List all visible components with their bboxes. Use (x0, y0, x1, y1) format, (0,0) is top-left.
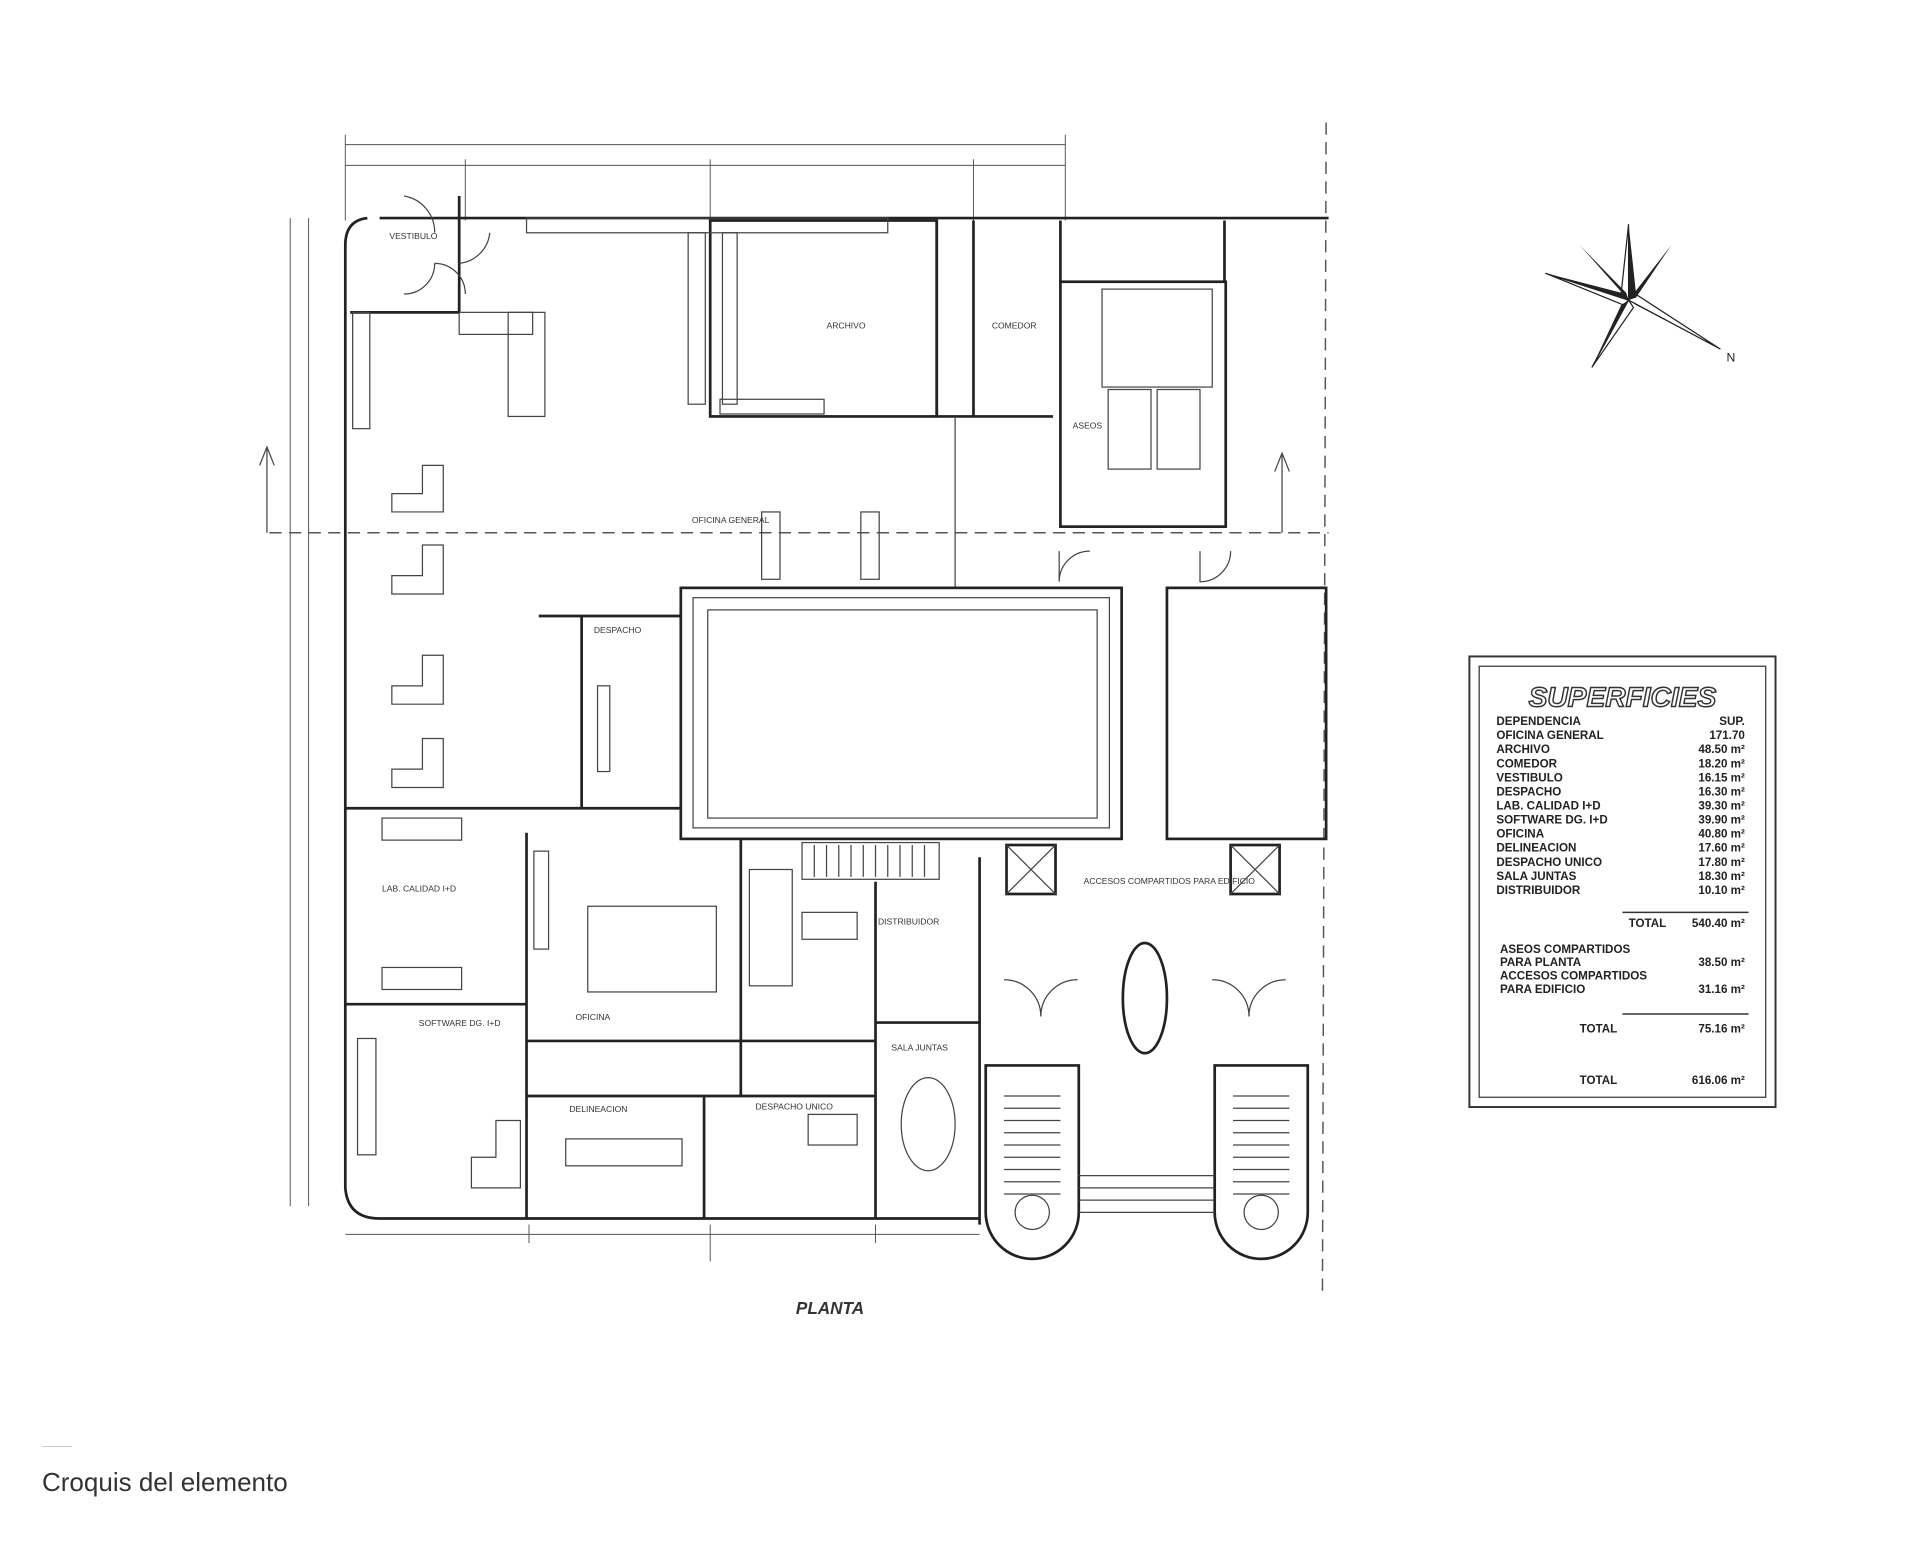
table-row-name: LAB. CALIDAD I+D (1496, 800, 1600, 813)
doors (403, 195, 1286, 1017)
table-row-value: 39.30 m² (1698, 800, 1745, 813)
north-compass-icon: N (1545, 224, 1736, 368)
shared-row-name: PARA PLANTA (1500, 956, 1582, 969)
table-row-name: VESTIBULO (1496, 771, 1563, 784)
room-label: ACCESOS COMPARTIDOS PARA EDIFICIO (1084, 876, 1256, 886)
stairs (801, 841, 1310, 1261)
interior-walls (345, 219, 1328, 1225)
table-row-name: DESPACHO UNICO (1496, 856, 1602, 869)
svg-text:N: N (1727, 350, 1736, 364)
plan-title: PLANTA (796, 1298, 864, 1318)
table-row-value: 18.30 m² (1698, 870, 1745, 883)
total-label: TOTAL (1629, 917, 1667, 930)
dimension-lines (289, 134, 1066, 1262)
table-row-value: 39.90 m² (1698, 814, 1745, 827)
table-row-name: OFICINA GENERAL (1496, 729, 1603, 742)
table-row-name: SOFTWARE DG. I+D (1496, 814, 1607, 827)
shared-row-value: 31.16 m² (1698, 983, 1745, 996)
table-row-name: DISTRIBUIDOR (1496, 884, 1581, 897)
room-label: DISTRIBUIDOR (878, 917, 939, 927)
table-row-value: 40.80 m² (1698, 828, 1745, 841)
table-row-value: 171.70 (1709, 729, 1745, 742)
table-header-name: DEPENDENCIA (1496, 715, 1581, 728)
table-row-value: 16.30 m² (1698, 785, 1745, 798)
room-label: ASEOS (1073, 421, 1103, 431)
room-label: DESPACHO (594, 625, 642, 635)
total-label: TOTAL (1580, 1074, 1618, 1087)
total-value: 540.40 m² (1692, 917, 1745, 930)
exterior-walls (343, 196, 1329, 1220)
room-label: ARCHIVO (827, 320, 866, 330)
room-label: SOFTWARE DG. I+D (419, 1018, 501, 1028)
room-label: VESTIBULO (389, 231, 437, 241)
table-row-name: OFICINA (1496, 828, 1544, 841)
table-row-name: ARCHIVO (1496, 743, 1550, 756)
total-value: 616.06 m² (1692, 1074, 1745, 1087)
room-label: LAB. CALIDAD I+D (382, 884, 456, 894)
room-label: OFICINA GENERAL (692, 515, 770, 525)
table-row-name: SALA JUNTAS (1496, 870, 1576, 883)
image-caption: Croquis del elemento (42, 1467, 288, 1497)
room-label: DELINEACION (569, 1104, 627, 1114)
table-row-value: 10.10 m² (1698, 884, 1745, 897)
caption-divider (42, 1446, 72, 1447)
table-row-name: DELINEACION (1496, 842, 1576, 855)
shared-row-value: 38.50 m² (1698, 956, 1745, 969)
shared-row-name: ASEOS COMPARTIDOS (1500, 943, 1630, 956)
room-label: OFICINA (576, 1012, 611, 1022)
room-label: COMEDOR (992, 320, 1037, 330)
room-label: DESPACHO UNICO (756, 1102, 834, 1112)
table-row-name: DESPACHO (1496, 785, 1561, 798)
furniture (352, 217, 1213, 1189)
shared-row-name: ACCESOS COMPARTIDOS (1500, 970, 1647, 983)
room-labels: VESTIBULO ARCHIVO COMEDOR OFICINA GENERA… (382, 231, 1255, 1114)
svg-text:SUPERFICIES: SUPERFICIES (1529, 682, 1717, 713)
table-row-value: 18.20 m² (1698, 757, 1745, 770)
total-label: TOTAL (1580, 1022, 1618, 1035)
superficies-table: SUPERFICIES DEPENDENCIA SUP. OFICINA GENER… (1468, 655, 1777, 1109)
table-row-value: 17.60 m² (1698, 842, 1745, 855)
table-row-value: 17.80 m² (1698, 856, 1745, 869)
room-label: SALA JUNTAS (891, 1043, 948, 1053)
table-header-value: SUP. (1719, 715, 1745, 728)
table-row-name: COMEDOR (1496, 757, 1557, 770)
table-row-value: 16.15 m² (1698, 771, 1745, 784)
total-value: 75.16 m² (1698, 1022, 1745, 1035)
shared-row-name: PARA EDIFICIO (1500, 983, 1585, 996)
table-row-value: 48.50 m² (1698, 743, 1745, 756)
